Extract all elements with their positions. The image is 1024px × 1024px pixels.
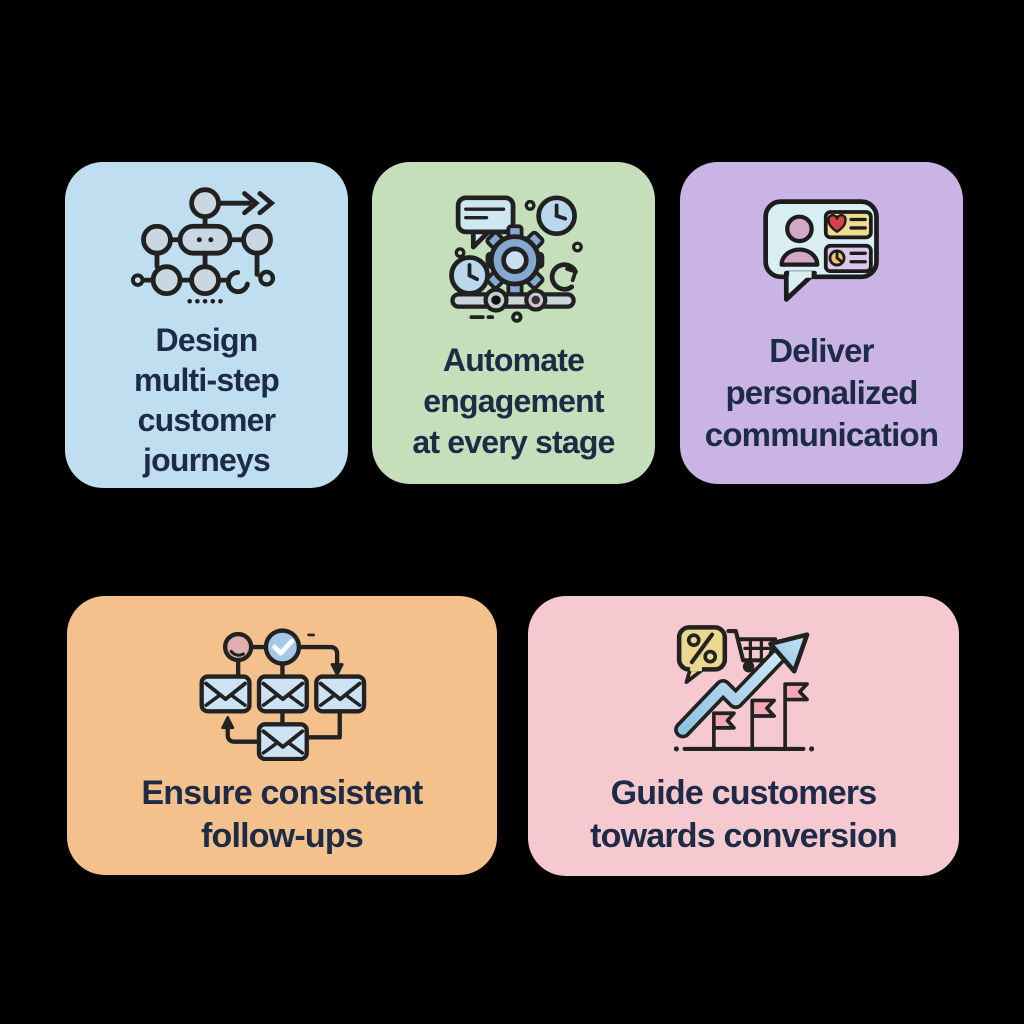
journey-flowchart-icon (130, 182, 284, 314)
conversion-growth-icon (670, 620, 818, 764)
card-personalized-communication: Deliver personalized communication (680, 162, 963, 484)
card-design-journeys: Design multi-step customer journeys (65, 162, 348, 488)
card-guide-conversion: Guide customers towards conversion (528, 596, 959, 876)
card-title: Design multi-step customer journeys (134, 322, 280, 478)
card-title: Deliver personalized communication (704, 332, 939, 453)
card-title: Automate engagement at every stage (412, 342, 615, 460)
card-title: Ensure consistent follow-ups (141, 774, 423, 855)
email-workflow-icon (193, 626, 371, 766)
card-automate-engagement: Automate engagement at every stage (372, 162, 655, 484)
card-title: Guide customers towards conversion (590, 774, 898, 855)
personalized-message-icon (760, 196, 884, 310)
card-consistent-followups: Ensure consistent follow-ups (67, 596, 497, 875)
automation-gear-icon (443, 190, 585, 328)
